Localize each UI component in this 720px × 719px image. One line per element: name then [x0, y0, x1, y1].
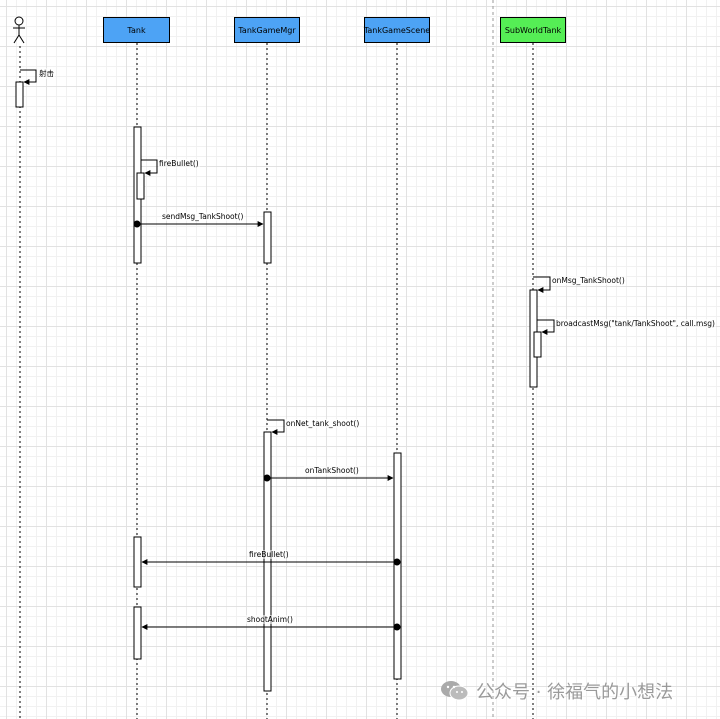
message-start-dot [393, 558, 401, 566]
message-label: broadcastMsg("tank/TankShoot", call.msg) [555, 319, 716, 328]
message-label: onTankShoot() [304, 466, 360, 475]
self-message-arrow [267, 419, 285, 435]
message-label: onNet_tank_shoot() [285, 419, 361, 428]
activation-bar [263, 211, 272, 264]
self-message-arrow [537, 319, 555, 335]
lifeline-label: TankGameScene [363, 25, 431, 35]
message-label: sendMsg_TankShoot() [161, 212, 245, 221]
message-start-dot [133, 220, 141, 228]
self-message-arrow [141, 159, 158, 176]
message-label: fireBullet() [158, 159, 200, 168]
lifeline-header-tankgamescene[interactable]: TankGameScene [364, 17, 430, 43]
watermark: 公众号 · 徐福气的小想法 [440, 676, 673, 706]
self-message-arrow [533, 276, 551, 293]
lifeline-header-subworldtank[interactable]: SubWorldTank [500, 17, 566, 43]
message-start-dot [263, 474, 271, 482]
watermark-text: 公众号 · 徐福气的小想法 [476, 682, 674, 703]
message-label: fireBullet() [248, 550, 290, 559]
lifeline-label: TankGameMgr [238, 25, 296, 35]
message-label: 射击 [38, 68, 55, 79]
lifeline-label: SubWorldTank [504, 25, 562, 35]
lifeline-header-tank[interactable]: Tank [103, 17, 170, 43]
lifeline-label: Tank [127, 25, 146, 35]
self-message-arrow [20, 69, 37, 85]
activation-bar [15, 81, 24, 108]
message-start-dot [393, 623, 401, 631]
wechat-icon [441, 681, 469, 701]
message-label: shootAnim() [246, 615, 294, 624]
stick-figure-icon [13, 16, 25, 44]
activation-bar [136, 172, 145, 200]
activation-bar [393, 452, 402, 680]
lifeline-header-tankgamemgr[interactable]: TankGameMgr [234, 17, 300, 43]
activation-bar [133, 606, 142, 660]
message-label: onMsg_TankShoot() [551, 276, 626, 285]
activation-bar [533, 331, 542, 358]
activation-bar [133, 536, 142, 588]
